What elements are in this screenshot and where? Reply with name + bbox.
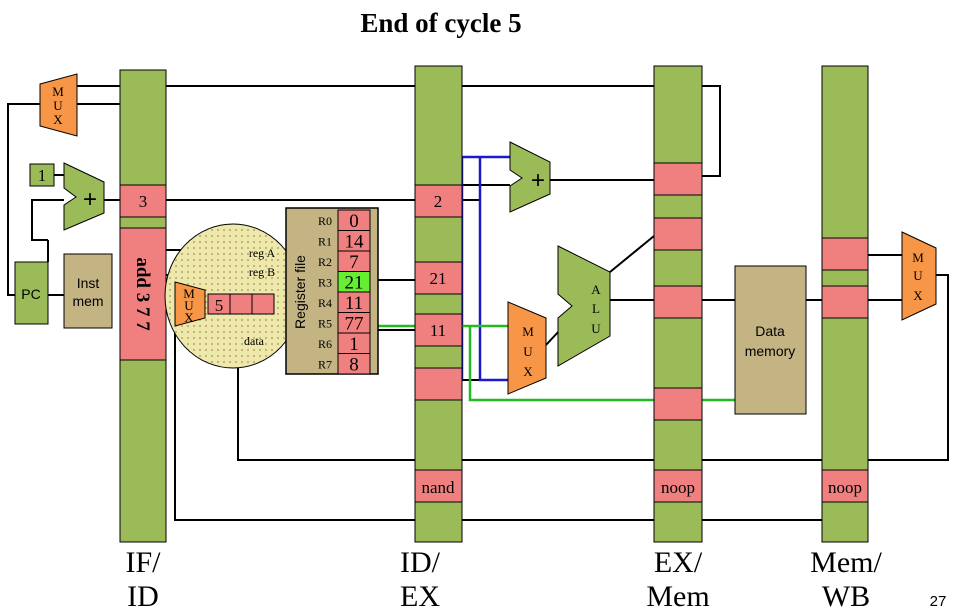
mem-wb-cell-2 <box>821 285 869 319</box>
dest-mux <box>174 281 206 327</box>
id-ex-latch <box>414 65 463 543</box>
stage-mem-wb-line2: WB <box>822 580 870 612</box>
slide-title: End of cycle 5 <box>360 8 521 38</box>
alu-input-mux <box>507 301 547 395</box>
data-label: data <box>244 334 265 348</box>
register-value-r2: 7 <box>349 252 359 273</box>
alu-mux-letter-u: U <box>523 344 533 359</box>
register-name-r3: R3 <box>318 276 332 290</box>
dest-mux-letter-m: M <box>183 286 195 301</box>
ex-mem-op-cell <box>653 469 703 503</box>
data-memory <box>734 265 807 415</box>
dest-mux-letter-x: X <box>184 310 194 325</box>
increment-const: 1 <box>38 166 47 185</box>
inst-mem <box>63 253 113 329</box>
register-cell-r7 <box>337 353 371 375</box>
dest-buffer-value: 5 <box>215 296 224 315</box>
pc-adder <box>63 162 105 231</box>
stage-ex-mem-line1: EX/ <box>654 546 703 579</box>
register-value-r5: 77 <box>345 314 364 335</box>
wb-mux-letter-x: X <box>913 288 923 303</box>
increment-const-box <box>29 163 55 187</box>
mem-wb-cell-1 <box>821 237 869 271</box>
alu-letter-a: A <box>591 282 601 297</box>
dest-mux-letter-u: U <box>184 298 194 313</box>
mem-wb-op-cell <box>821 469 869 503</box>
if-id-instruction: add 3 7 7 <box>132 257 153 331</box>
stage-mem-wb-line1: Mem/ <box>810 546 882 579</box>
alu-mux-letter-x: X <box>523 364 533 379</box>
register-value-r1: 14 <box>345 232 365 253</box>
inst-mem-line1: Inst <box>77 275 100 291</box>
ex-mem-cell-4 <box>653 387 703 421</box>
register-value-r4: 11 <box>345 293 363 314</box>
ex-mem-cell-2 <box>653 217 703 251</box>
ex-mem-cell-3 <box>653 285 703 319</box>
register-value-r7: 8 <box>349 355 359 376</box>
if-id-instruction-cell <box>119 227 167 361</box>
ex-mem-opcode: noop <box>661 478 695 497</box>
reg-a-label: reg A <box>249 246 276 260</box>
branch-adder <box>509 141 551 213</box>
slide-number: 27 <box>930 593 947 610</box>
register-name-r7: R7 <box>318 358 332 372</box>
pc-mux <box>39 73 78 137</box>
register-name-r4: R4 <box>318 296 332 310</box>
register-value-r0: 0 <box>349 211 359 232</box>
pc-mux-letter-x: X <box>53 112 63 127</box>
register-file-title: Register file <box>292 255 308 329</box>
dest-buffer-2 <box>229 293 253 315</box>
alu-mux-letter-m: M <box>522 324 534 339</box>
id-ex-vala: 21 <box>430 269 447 288</box>
if-id-pc-value: 3 <box>139 192 148 211</box>
data-memory-line2: memory <box>745 343 796 359</box>
pc-register <box>14 261 49 325</box>
id-ex-vala-cell <box>414 261 463 295</box>
id-ex-valb-cell <box>414 313 463 347</box>
register-name-r5: R5 <box>318 317 332 331</box>
pc-adder-plus: + <box>83 186 97 213</box>
stage-ex-mem-line2: Mem <box>646 580 709 612</box>
wb-mux <box>901 231 937 321</box>
inst-mem-line2: mem <box>72 293 103 309</box>
id-ex-pc-value: 2 <box>434 192 443 211</box>
wb-mux-letter-m: M <box>912 250 924 265</box>
dest-buffer-3 <box>251 293 275 315</box>
stage-if-id-line2: ID <box>127 580 159 612</box>
id-ex-pc-cell <box>414 184 463 218</box>
pc-label: PC <box>21 286 40 302</box>
id-ex-opcode: nand <box>421 478 455 497</box>
register-name-r6: R6 <box>318 337 332 351</box>
register-name-r2: R2 <box>318 255 332 269</box>
stage-id-ex-line1: ID/ <box>400 546 441 579</box>
ex-mem-cell-1 <box>653 162 703 196</box>
id-ex-valb: 11 <box>430 321 446 340</box>
forward-green-wires <box>378 324 735 402</box>
reg-b-label: reg B <box>249 265 275 279</box>
branch-adder-plus: + <box>531 167 545 194</box>
pc-mux-letter-u: U <box>53 98 63 113</box>
register-name-r1: R1 <box>318 235 332 249</box>
id-ex-dest-cell <box>414 367 463 401</box>
alu-letter-u: U <box>591 321 601 336</box>
data-memory-line1: Data <box>755 323 785 339</box>
register-value-r3: 21 <box>345 273 364 294</box>
alu <box>557 245 611 367</box>
id-ex-op-cell <box>414 469 463 503</box>
register-name-r0: R0 <box>318 214 332 228</box>
wb-mux-letter-u: U <box>913 268 923 283</box>
register-value-r6: 1 <box>349 334 359 355</box>
mem-wb-opcode: noop <box>828 478 862 497</box>
stage-id-ex-line2: EX <box>400 580 440 612</box>
alu-letter-l: L <box>592 301 600 316</box>
stage-if-id-line1: IF/ <box>125 546 161 579</box>
pc-mux-letter-m: M <box>52 84 64 99</box>
if-id-pc-cell <box>119 184 167 218</box>
